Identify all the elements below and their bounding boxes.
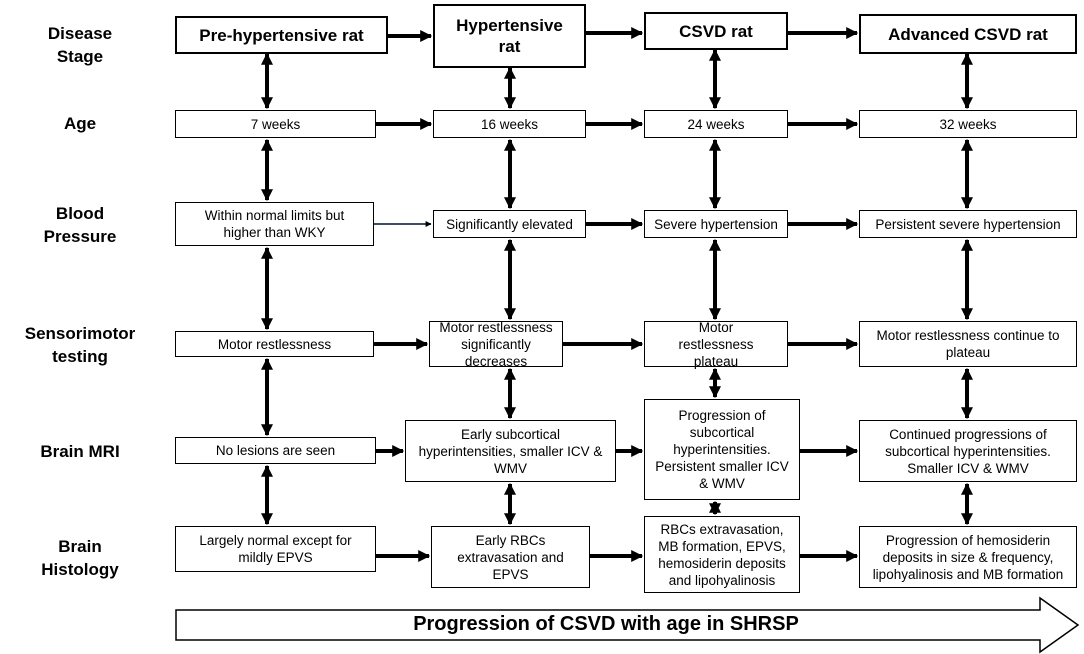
age-box: 32 weeks: [859, 110, 1077, 138]
age-box: 16 weeks: [433, 110, 586, 138]
sensorimotor-box: Motor restlessness continue to plateau: [859, 321, 1077, 367]
brain-histology-box: Largely normal except for mildly EPVS: [175, 526, 376, 572]
row-label-age: Age: [63, 114, 97, 133]
brain-mri-box: Progression of subcortical hyperintensit…: [644, 399, 800, 500]
brain-mri-box: Early subcortical hyperintensities, smal…: [405, 420, 616, 482]
sensorimotor-box: Motor restlessness significantly decreas…: [429, 320, 563, 369]
blood-pressure-box: Within normal limits but higher than WKY: [175, 202, 374, 246]
brain-histology-box: Progression of hemosiderin deposits in s…: [859, 526, 1077, 588]
sensorimotor-box: Motor restlessness: [175, 331, 374, 357]
row-label-brain-mri: Brain MRI: [40, 442, 120, 461]
brain-mri-box: No lesions are seen: [175, 437, 376, 464]
sensorimotor-box: Motor restlessness plateau: [644, 320, 788, 369]
blood-pressure-box: Significantly elevated: [433, 210, 586, 238]
stage-box-hypertensive: Hypertensive rat: [433, 4, 586, 68]
brain-mri-box: Continued progressions of subcortical hy…: [859, 420, 1077, 482]
stage-box-pre-hypertensive: Pre-hypertensive rat: [175, 16, 388, 54]
blood-pressure-box: Persistent severe hypertension: [859, 210, 1077, 238]
progression-banner: Progression of CSVD with age in SHRSP: [413, 612, 799, 635]
stage-box-advanced-csvd: Advanced CSVD rat: [859, 14, 1077, 54]
progression-arrow: [175, 596, 1080, 654]
age-box: 7 weeks: [175, 110, 376, 138]
age-box: 24 weeks: [644, 110, 788, 138]
brain-histology-box: Early RBCs extravasation and EPVS: [431, 526, 590, 588]
brain-histology-box: RBCs extravasation, MB formation, EPVS, …: [644, 516, 800, 593]
blood-pressure-box: Severe hypertension: [644, 210, 788, 238]
stage-box-csvd: CSVD rat: [644, 12, 788, 50]
